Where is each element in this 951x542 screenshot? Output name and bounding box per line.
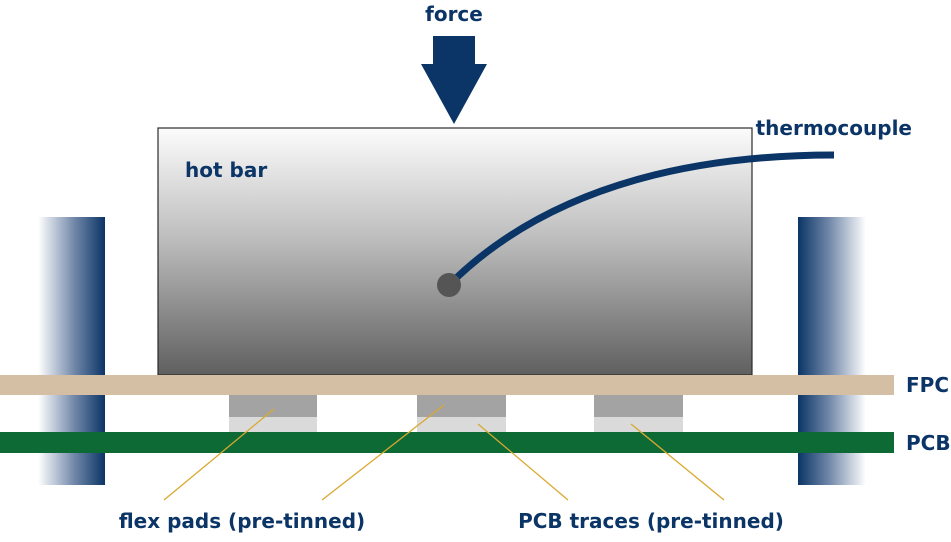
thermocouple-label: thermocouple: [756, 116, 912, 140]
force-label: force: [425, 2, 483, 26]
pcb-trace: [417, 417, 506, 432]
leader-line-pcb-trace-center: [477, 423, 569, 501]
leader-line-pcb-trace-right: [630, 423, 725, 501]
fpc-label: FPC: [906, 373, 949, 397]
leader-line-flex-pad-left: [163, 408, 275, 501]
flex-pad: [229, 395, 317, 417]
pcb-trace: [594, 417, 683, 432]
thermocouple-sensor: [437, 273, 461, 297]
flex-pad: [594, 395, 683, 417]
thermocouple-wire: [447, 151, 835, 287]
pcb-layer: [0, 432, 894, 453]
hot-bar-label: hot bar: [185, 158, 267, 182]
pcb-traces-label: PCB traces (pre-tinned): [518, 509, 784, 533]
leader-line-flex-pad-center: [321, 404, 445, 501]
hot-bar: [157, 127, 753, 376]
force-arrow: [421, 36, 487, 124]
fpc-layer: [0, 375, 894, 395]
flex-pads-label: flex pads (pre-tinned): [119, 509, 365, 533]
flex-pad: [417, 395, 506, 417]
pcb-label: PCB: [906, 431, 951, 455]
pcb-trace: [229, 417, 317, 432]
